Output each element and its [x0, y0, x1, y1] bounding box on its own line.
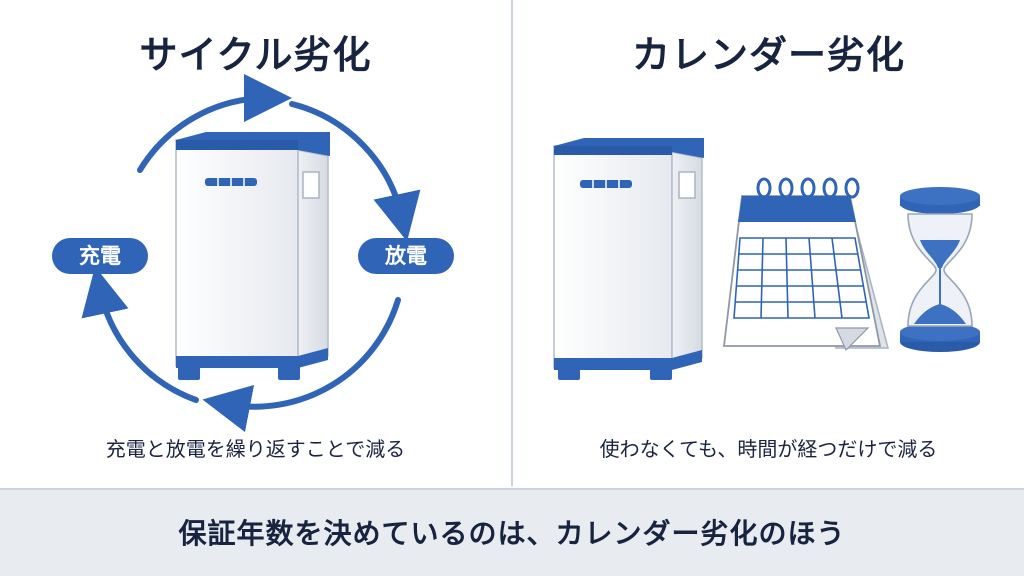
arrow-right [289, 101, 421, 242]
calendar-caption: 使わなくても、時間が経つだけで減る [599, 437, 938, 461]
arrow-bottom [202, 297, 401, 433]
discharge-badge: 放電 [358, 238, 454, 274]
footer-text: 保証年数を決めているのは、カレンダー劣化のほう [178, 517, 846, 550]
calendar-degradation-title: カレンダー劣化 [631, 33, 905, 77]
panel-divider [511, 0, 513, 486]
cycle-arrows [81, 74, 421, 433]
hourglass-icon [900, 187, 980, 352]
charge-badge: 充電 [52, 238, 148, 274]
illustration-layer [81, 74, 980, 433]
footer-banner: 保証年数を決めているのは、カレンダー劣化のほう [0, 488, 1024, 576]
battery-unit-left [175, 132, 330, 380]
calendar-icon [722, 177, 889, 352]
cycle-caption: 充電と放電を繰り返すことで減る [105, 437, 406, 461]
battery-unit-right [553, 138, 704, 380]
arrow-left [81, 266, 199, 403]
arrow-top [137, 74, 292, 173]
cycle-degradation-title: サイクル劣化 [139, 33, 372, 77]
